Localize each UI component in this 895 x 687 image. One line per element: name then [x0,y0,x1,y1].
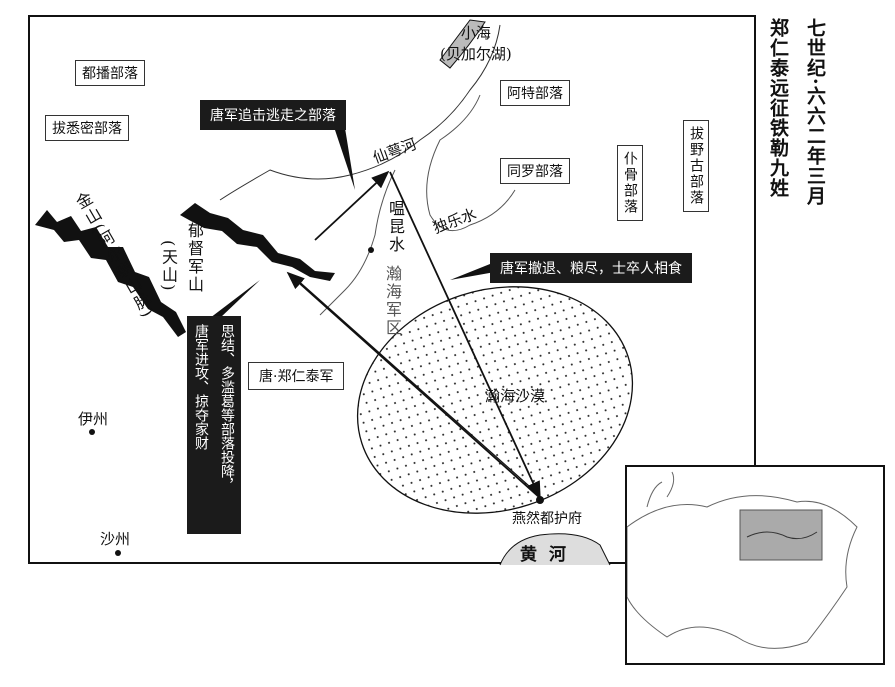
yanran-dot [536,496,544,504]
hanhai-dot [368,247,374,253]
arrow-advance [286,271,541,499]
arrow-to-xiane [314,170,390,241]
inset-map-graphic [626,471,858,649]
map-frame [28,15,756,564]
mountain-tianshan-label: (天山) [159,240,178,293]
lake-alt-name: (贝加尔湖) [440,45,512,63]
yizhou-label: 伊州 [78,410,109,428]
lake-baikal [439,19,486,69]
tribe-baximi: 拔悉密部落 [45,115,129,141]
tribe-bayegu: 拔野古部落 [683,120,709,212]
arrow-desert [294,277,539,495]
inset-locator-map [625,465,885,665]
callout-retreat: 唐军撤退、粮尽，士卒人相食 [490,253,692,283]
callout-pursue: 唐军追击逃走之部落 [200,100,346,130]
inset-highlight-region [739,509,823,561]
desert-label: 瀚海沙漠 [485,387,546,405]
river-wenkun [319,169,396,316]
tribe-pugu: 仆骨部落 [617,145,643,221]
yizhou-dot [89,429,95,435]
river-wenkun-label: 嗢昆水 [386,200,405,254]
yellow-river-label: 黄河 [520,545,578,565]
title-date: 七世纪·六六二年三月 [804,18,826,206]
shazhou-dot [115,550,121,556]
lake-name: 小海 [460,24,491,42]
title-event: 郑仁泰远征铁勒九姓 [767,18,789,198]
map-title: 七世纪·六六二年三月 郑仁泰远征铁勒九姓 [765,18,829,206]
tribe-dubo: 都播部落 [75,60,145,86]
lake-label: 小海 (贝加尔湖) [440,22,512,64]
tribe-ate: 阿特部落 [500,80,570,106]
yanran-label: 燕然都护府 [512,511,582,527]
callout-army: 唐·郑仁泰军 [248,362,345,390]
mountains-yudujun [180,203,335,281]
callout-surrender-line2: 唐军进攻、掠夺家财 [193,324,209,450]
shazhou-label: 沙州 [100,530,131,548]
callout-surrender-line1: 思结、多滥葛等部落投降， [219,324,235,492]
callout-surrender: 思结、多滥葛等部落投降， 唐军进攻、掠夺家财 [187,316,241,534]
mountain-yudujun-label: 郁督军山 [185,222,204,294]
hanhai-military-label: 瀚海军区 [383,265,402,337]
mountains-jinshan [35,210,186,337]
tribe-tongluo: 同罗部落 [500,158,570,184]
river-dule [426,94,516,232]
arrow-retreat [389,171,541,500]
yellow-river [499,533,611,566]
river-xiane [219,24,501,201]
